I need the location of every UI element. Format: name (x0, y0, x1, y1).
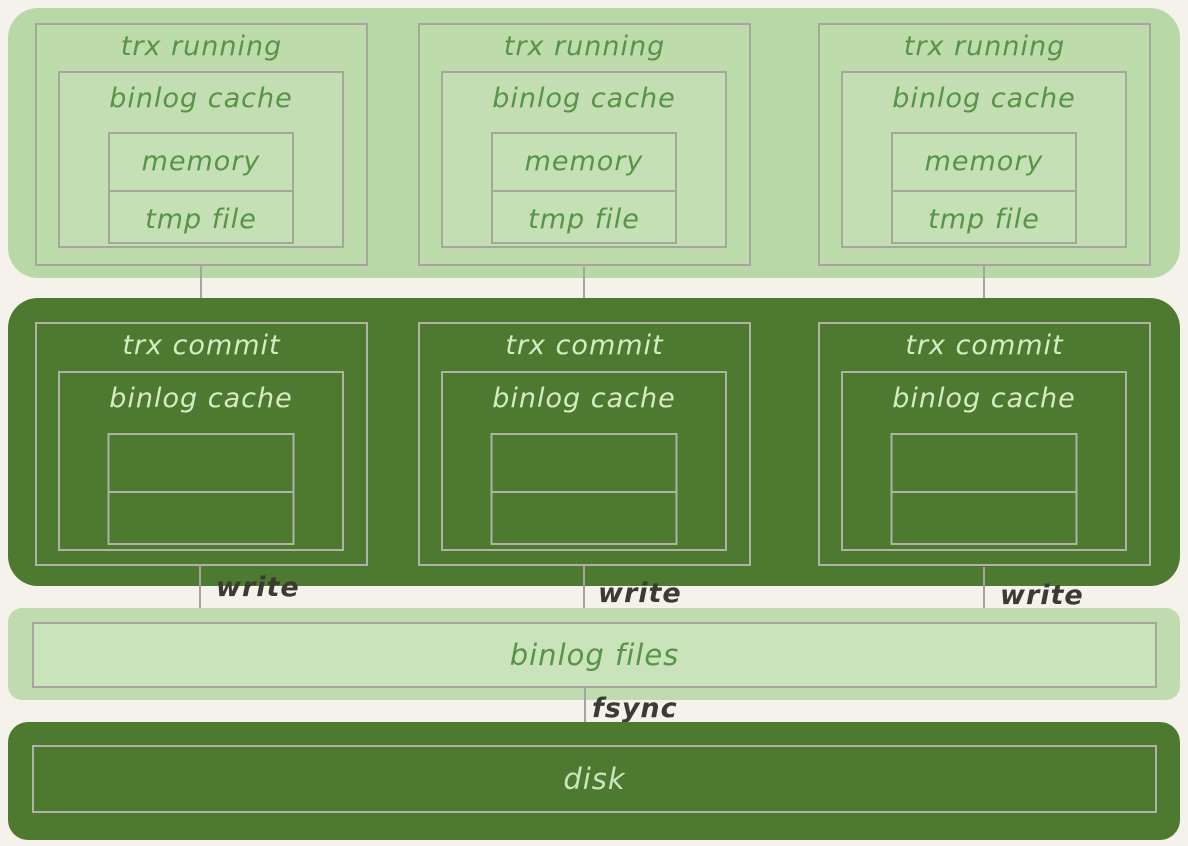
tmp-file-cell: tmp file (110, 190, 292, 246)
binlog-cache-box: binlog cache memory tmp file (441, 71, 727, 248)
binlog-files-label: binlog files (509, 638, 680, 672)
binlog-cache-title: binlog cache (892, 383, 1076, 414)
binlog-cache-title: binlog cache (109, 83, 293, 114)
trx-running-box-1: trx running binlog cache memory tmp file (35, 23, 368, 266)
trx-commit-box-2: trx commit binlog cache (418, 322, 751, 566)
memory-cell: memory (524, 146, 644, 177)
trx-running-title: trx running (120, 31, 283, 62)
memory-cell: memory (141, 146, 261, 177)
empty-cell (110, 435, 293, 491)
empty-cell (493, 435, 676, 491)
tmp-file-cell: tmp file (493, 190, 675, 246)
write-label: write (1000, 580, 1084, 611)
binlog-cache-box: binlog cache memory tmp file (58, 71, 344, 248)
disk-label: disk (563, 762, 626, 796)
trx-running-box-3: trx running binlog cache memory tmp file (818, 23, 1151, 266)
trx-running-panel: trx running binlog cache memory tmp file… (8, 8, 1180, 278)
trx-running-title: trx running (903, 31, 1066, 62)
empty-cell (109, 491, 293, 547)
trx-commit-title: trx commit (122, 330, 281, 361)
binlog-cache-box: binlog cache memory tmp file (841, 71, 1127, 248)
trx-running-box-2: trx running binlog cache memory tmp file (418, 23, 751, 266)
cache-storage-box: memory tmp file (491, 132, 677, 244)
write-label: write (216, 572, 300, 603)
cache-storage-box: memory tmp file (891, 132, 1077, 244)
trx-running-title: trx running (503, 31, 666, 62)
disk-panel: disk (8, 722, 1180, 840)
empty-cell (492, 491, 676, 547)
fsync-label: fsync (592, 693, 678, 724)
tmp-file-cell: tmp file (893, 190, 1075, 246)
trx-commit-title: trx commit (505, 330, 664, 361)
binlog-files-box: binlog files (32, 622, 1157, 688)
binlog-cache-box: binlog cache (58, 371, 344, 551)
disk-box: disk (32, 745, 1157, 813)
cache-storage-box (890, 433, 1078, 547)
binlog-files-panel: binlog files (8, 608, 1180, 700)
memory-cell: memory (924, 146, 1044, 177)
empty-cell (892, 491, 1076, 547)
cache-storage-box (490, 433, 678, 547)
cache-storage-box: memory tmp file (108, 132, 294, 244)
binlog-cache-box: binlog cache (441, 371, 727, 551)
binlog-cache-title: binlog cache (492, 83, 676, 114)
binlog-cache-title: binlog cache (109, 383, 293, 414)
binlog-cache-title: binlog cache (492, 383, 676, 414)
write-label: write (598, 578, 682, 609)
binlog-cache-box: binlog cache (841, 371, 1127, 551)
trx-commit-title: trx commit (905, 330, 1064, 361)
trx-commit-panel: trx commit binlog cache trx commit binlo… (8, 298, 1180, 586)
cache-storage-box (107, 433, 295, 547)
binlog-cache-title: binlog cache (892, 83, 1076, 114)
empty-cell (893, 435, 1076, 491)
trx-commit-box-1: trx commit binlog cache (35, 322, 368, 566)
trx-commit-box-3: trx commit binlog cache (818, 322, 1151, 566)
